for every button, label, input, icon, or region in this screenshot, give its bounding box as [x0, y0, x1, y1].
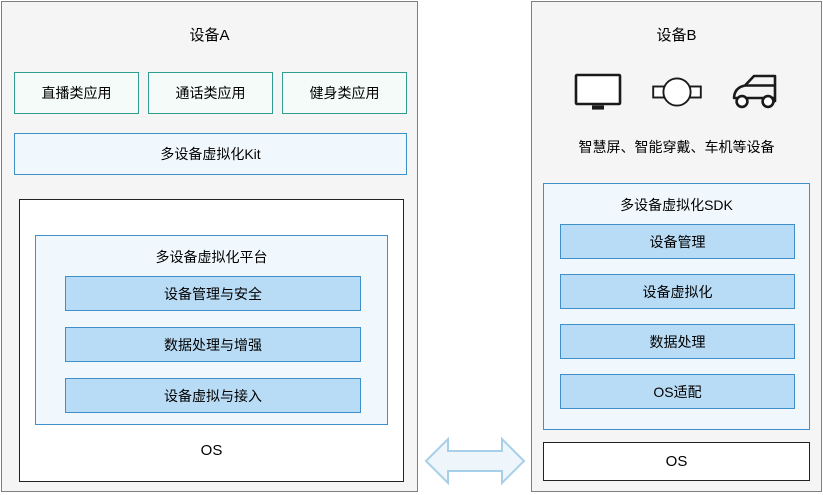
- platform-item-label: 设备管理与安全: [164, 285, 262, 302]
- sdk-item-label: 数据处理: [649, 333, 706, 350]
- device-b-os-label: OS: [665, 453, 688, 470]
- app-box-label: 直播类应用: [41, 85, 112, 101]
- sdk-item-label: OS适配: [653, 383, 702, 400]
- smart-screen-icon: [573, 71, 623, 113]
- kit-box-label: 多设备虚拟化Kit: [160, 146, 261, 162]
- device-a-title: 设备A: [189, 27, 230, 44]
- platform-item-device-virtualization-access[interactable]: 设备虚拟与接入: [65, 378, 361, 413]
- platform-item-list: 设备管理与安全 数据处理与增强 设备虚拟与接入: [65, 276, 361, 413]
- sdk-item-device-virtualization[interactable]: 设备虚拟化: [560, 274, 795, 309]
- sdk-title: 多设备虚拟化SDK: [620, 197, 733, 213]
- app-box-calling[interactable]: 通话类应用: [148, 72, 273, 114]
- device-a-app-row: 直播类应用 通话类应用 健身类应用: [14, 72, 407, 114]
- device-b-os-box: OS: [543, 442, 810, 481]
- multi-device-virtualization-sdk-box[interactable]: 多设备虚拟化SDK 设备管理 设备虚拟化 数据处理 OS适配: [543, 183, 810, 430]
- platform-item-device-management-security[interactable]: 设备管理与安全: [65, 276, 361, 311]
- sdk-item-list: 设备管理 设备虚拟化 数据处理 OS适配: [560, 224, 795, 409]
- app-box-fitness[interactable]: 健身类应用: [282, 72, 407, 114]
- device-b-icon-row: [548, 64, 807, 119]
- platform-title: 多设备虚拟化平台: [155, 249, 268, 265]
- device-b-title: 设备B: [656, 27, 697, 44]
- device-a-panel: 设备A 直播类应用 通话类应用 健身类应用 多设备虚拟化Kit 多设备虚拟化平台…: [1, 1, 418, 492]
- device-b-devices-subtitle: 智慧屏、智能穿戴、车机等设备: [578, 139, 775, 155]
- platform-item-label: 设备虚拟与接入: [164, 387, 262, 404]
- app-box-label: 通话类应用: [175, 85, 246, 101]
- app-box-label: 健身类应用: [309, 85, 380, 101]
- device-b-panel: 设备B: [531, 1, 822, 492]
- multi-device-virtualization-platform-box[interactable]: 多设备虚拟化平台 设备管理与安全 数据处理与增强 设备虚拟与接入: [35, 235, 388, 425]
- sdk-item-os-adaptation[interactable]: OS适配: [560, 374, 795, 409]
- sdk-item-data-processing[interactable]: 数据处理: [560, 324, 795, 359]
- smart-watch-icon: [649, 70, 705, 114]
- car-head-unit-icon: [730, 71, 782, 113]
- multi-device-virtualization-kit-box[interactable]: 多设备虚拟化Kit: [14, 133, 407, 175]
- sdk-item-label: 设备管理: [649, 233, 706, 250]
- platform-item-data-processing-enhancement[interactable]: 数据处理与增强: [65, 327, 361, 362]
- bidirectional-arrow-icon: [424, 432, 526, 490]
- device-a-os-container: 多设备虚拟化平台 设备管理与安全 数据处理与增强 设备虚拟与接入 OS: [19, 199, 404, 482]
- platform-item-label: 数据处理与增强: [164, 336, 262, 353]
- sdk-item-label: 设备虚拟化: [642, 283, 713, 300]
- app-box-live-streaming[interactable]: 直播类应用: [14, 72, 139, 114]
- device-a-os-label: OS: [200, 442, 223, 459]
- sdk-item-device-management[interactable]: 设备管理: [560, 224, 795, 259]
